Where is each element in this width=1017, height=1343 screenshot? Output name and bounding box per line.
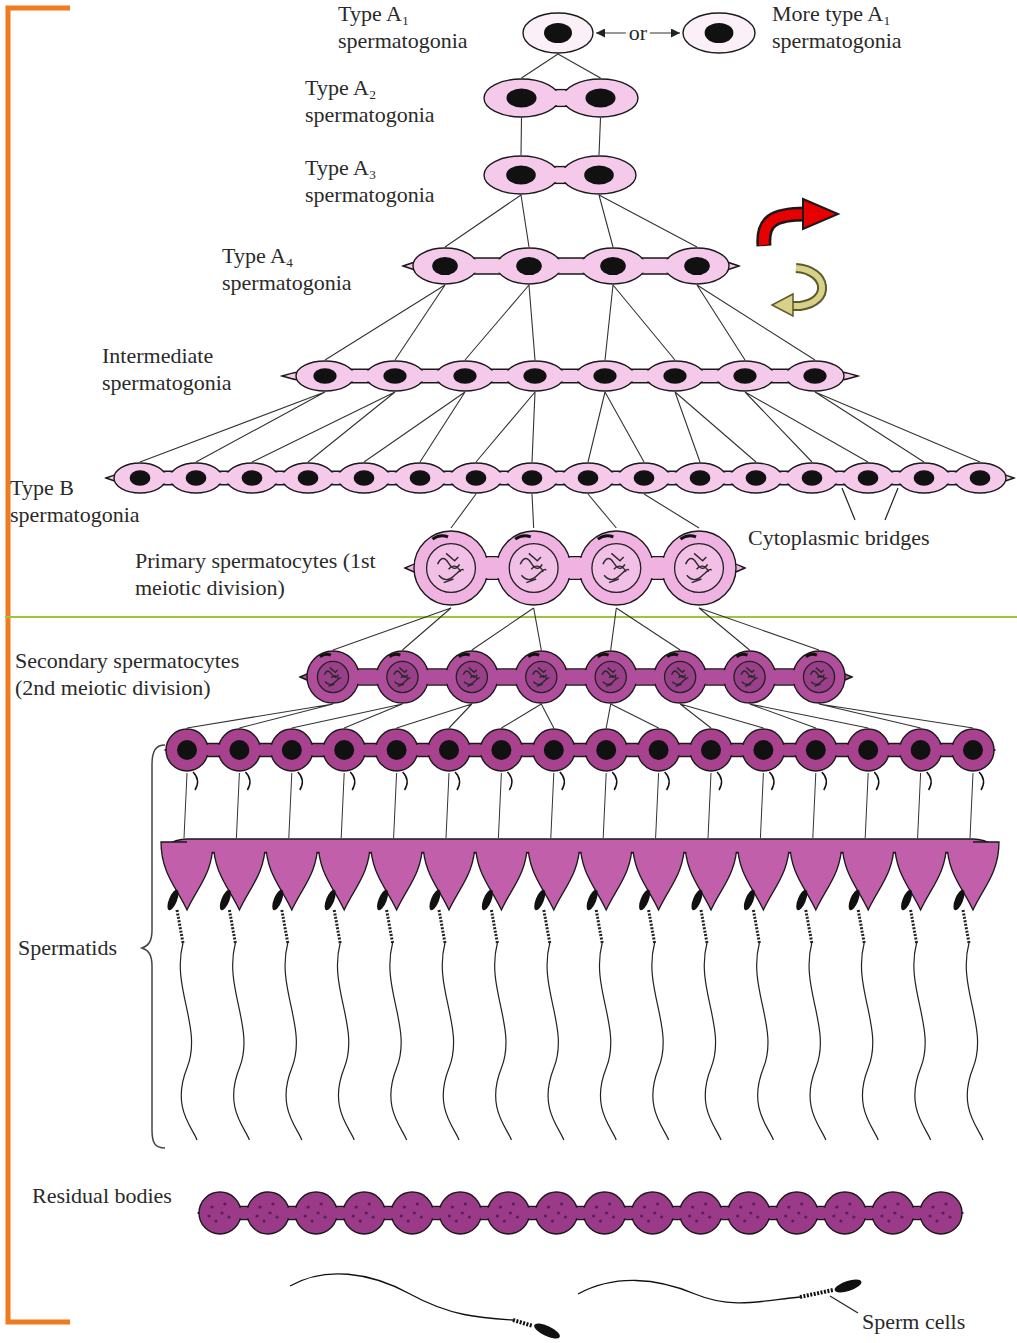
lineage-connector [325, 285, 815, 360]
lineage-connector [451, 494, 699, 528]
cell-drawing [282, 360, 858, 392]
stage-label: Type A₂ spermatogonia [305, 74, 465, 128]
cell-drawing [198, 1190, 963, 1236]
cell-stage: Type A₄ spermatogonia [403, 247, 739, 285]
cell-drawing [523, 12, 593, 54]
cell-stage: Type A₃ spermatogonia [484, 155, 636, 195]
stage-label: Secondary spermatocytes (2nd meiotic div… [15, 647, 277, 701]
callout-label: Cytoplasmic bridges [748, 524, 929, 551]
cell-drawing [683, 12, 755, 54]
stage-label: Sperm cells [862, 1308, 965, 1335]
edge-label: or [626, 22, 650, 44]
leader-line [830, 1296, 858, 1313]
cell-stage: Sperm cells [285, 1268, 875, 1340]
stage-label: Spermatids [18, 934, 117, 961]
stage-label: More type A₁ spermatogonia [772, 0, 942, 54]
stage-label: Type A₃ spermatogonia [305, 154, 465, 208]
spermatid-brace [142, 745, 165, 1148]
cell-stage: More type A₁ spermatogonia [683, 12, 755, 54]
cell-stage: Secondary spermatocytes (2nd meiotic div… [300, 650, 852, 704]
cell-drawing [285, 1268, 875, 1340]
cell-drawing [403, 247, 739, 285]
red-arrow [764, 199, 838, 246]
cell-stage: Type A₁ spermatogonia [523, 12, 593, 54]
lineage-connector [333, 608, 819, 650]
divider-line [5, 616, 1017, 618]
cell-stage: Type B spermatogonia [106, 462, 1014, 494]
lineage-connector [140, 392, 980, 462]
lineage-connector [187, 704, 973, 728]
lineage-connector [521, 118, 601, 155]
cell-drawing [484, 155, 636, 195]
cell-stage: Intermediate spermatogonia [282, 360, 858, 392]
stage-label: Type A₄ spermatogonia [222, 242, 382, 296]
lineage-connector [445, 195, 697, 247]
cell-drawing [165, 728, 995, 1148]
cell-drawing [106, 462, 1014, 494]
cell-drawing [405, 528, 745, 608]
cell-stage: Spermatids [165, 728, 995, 1148]
cell-stage: Primary spermatocytes (1st meiotic divis… [405, 528, 745, 608]
cell-stage: Residual bodies [198, 1190, 963, 1236]
cell-drawing [484, 78, 638, 118]
cycle-arrow [772, 268, 822, 316]
cell-drawing [300, 650, 852, 704]
cell-stage: Type A₂ spermatogonia [484, 78, 638, 118]
stage-label: Primary spermatocytes (1st meiotic divis… [135, 547, 385, 601]
stage-label: Residual bodies [32, 1182, 172, 1209]
stage-label: Intermediate spermatogonia [102, 342, 262, 396]
lineage-connector [522, 54, 601, 78]
stage-label: Type A₁ spermatogonia [338, 0, 498, 54]
stage-label: Type B spermatogonia [10, 474, 170, 528]
